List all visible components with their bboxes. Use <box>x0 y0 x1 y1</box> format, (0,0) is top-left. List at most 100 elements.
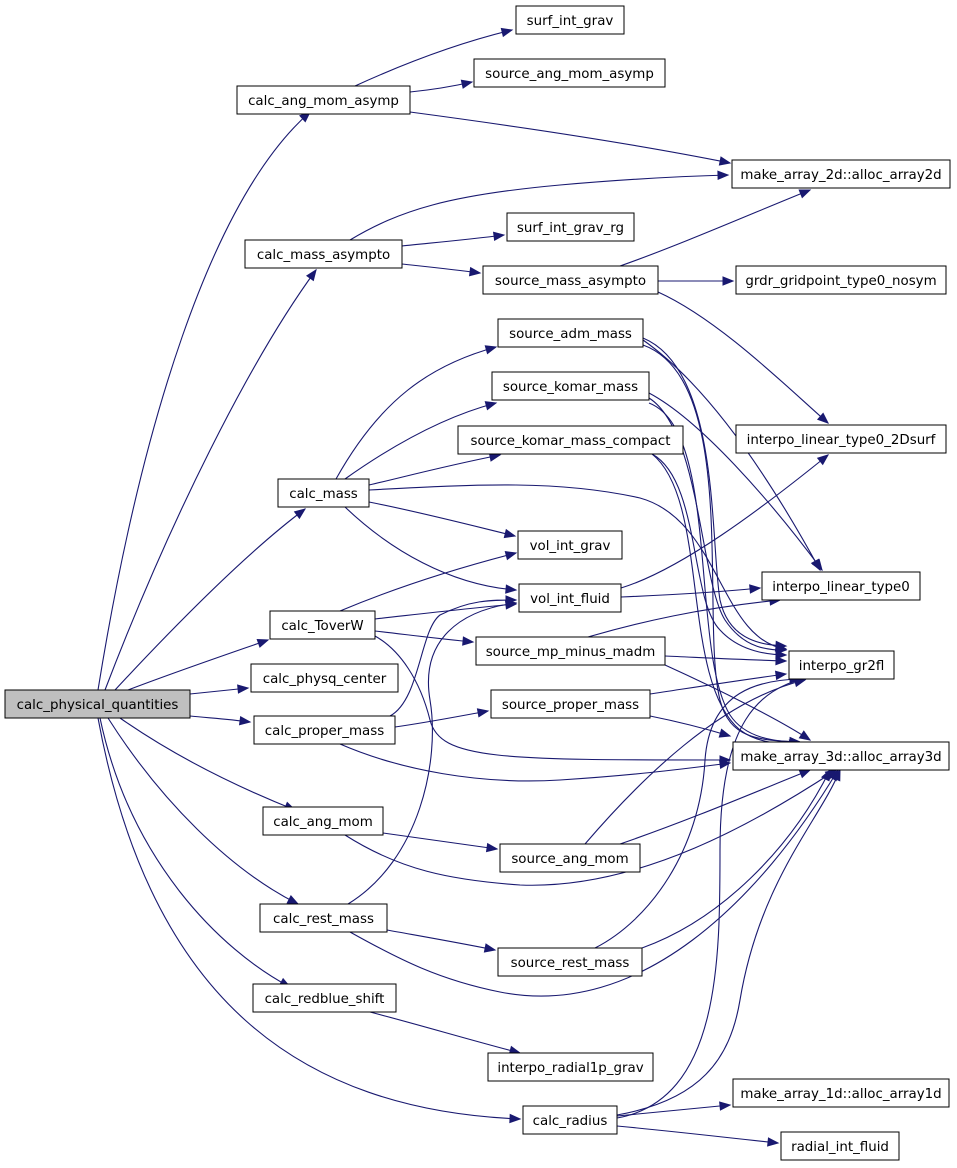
node-box[interactable] <box>780 1131 900 1161</box>
node-interpo-2dsurf[interactable]: interpo_linear_type0_2Dsurf <box>735 424 947 454</box>
edge-mass_asympto-to-surf_int_grav_rg <box>401 231 506 247</box>
node-box[interactable] <box>236 85 411 115</box>
node-box[interactable] <box>262 806 384 836</box>
arrowhead-src_mp_minus_madm-to-interpo_gr2fl <box>775 655 788 666</box>
node-box[interactable] <box>473 58 666 88</box>
node-label: calc_proper_mass <box>265 724 384 739</box>
edge-root-to-ang_mom_asymp <box>97 111 311 691</box>
edge-radius-to-alloc3d <box>616 768 841 1116</box>
node-interpo-radial[interactable]: interpo_radial1p_grav <box>487 1052 654 1082</box>
node-vol-int-grav[interactable]: vol_int_grav <box>517 530 623 560</box>
node-box[interactable] <box>517 530 623 560</box>
arrowhead-root-to-proper_mass <box>238 715 252 726</box>
node-src-mass-asympto[interactable]: source_mass_asympto <box>482 265 659 295</box>
node-box[interactable] <box>731 159 951 189</box>
edge-src_adm_mass-to-alloc3d <box>642 344 801 743</box>
node-src-ang-mom[interactable]: source_ang_mom <box>499 843 641 873</box>
node-label: calc_physq_center <box>263 672 387 687</box>
node-box[interactable] <box>761 571 921 601</box>
node-physq-center[interactable]: calc_physq_center <box>250 663 399 693</box>
node-interpo-type0[interactable]: interpo_linear_type0 <box>761 571 921 601</box>
node-box[interactable] <box>259 903 388 933</box>
node-box[interactable] <box>482 265 659 295</box>
node-box[interactable] <box>788 650 895 680</box>
node-box[interactable] <box>732 1078 950 1108</box>
node-box[interactable] <box>499 843 641 873</box>
arrowhead-src_komar_compact-to-interpo_gr2fl <box>775 650 788 660</box>
node-redblue[interactable]: calc_redblue_shift <box>252 983 397 1013</box>
node-box[interactable] <box>490 689 651 719</box>
node-box[interactable] <box>475 636 666 666</box>
arrowhead-mass_asympto-to-alloc2d <box>717 170 730 181</box>
node-box[interactable] <box>491 371 650 401</box>
node-root[interactable]: calc_physical_quantities <box>4 689 191 719</box>
node-mass-asympto[interactable]: calc_mass_asympto <box>244 239 403 269</box>
node-box[interactable] <box>735 424 947 454</box>
edge-root-to-toverw <box>127 639 269 691</box>
nodes-layer: calc_physical_quantities calc_ang_mom_asy… <box>4 5 951 1161</box>
edge-toverw-to-vol_int_grav <box>339 551 518 612</box>
node-mass[interactable]: calc_mass <box>277 478 370 508</box>
node-proper-mass[interactable]: calc_proper_mass <box>253 715 396 745</box>
node-src-ang-mom-asymp[interactable]: source_ang_mom_asymp <box>473 58 666 88</box>
node-box[interactable] <box>4 689 191 719</box>
edge-root-to-rest_mass <box>107 717 300 905</box>
node-box[interactable] <box>518 583 622 613</box>
node-box[interactable] <box>487 1052 654 1082</box>
node-rest-mass[interactable]: calc_rest_mass <box>259 903 388 933</box>
node-box[interactable] <box>269 610 376 640</box>
node-box[interactable] <box>506 212 635 242</box>
node-src-rest-mass[interactable]: source_rest_mass <box>497 947 643 977</box>
node-label: interpo_gr2fl <box>799 659 885 674</box>
node-label: calc_radius <box>533 1114 608 1129</box>
node-radius[interactable]: calc_radius <box>522 1105 618 1135</box>
node-box[interactable] <box>244 239 403 269</box>
edge-src_ang_mom-to-alloc3d <box>619 769 811 845</box>
edge-root-to-ang_mom <box>119 717 296 811</box>
node-box[interactable] <box>253 715 396 745</box>
node-src-komar-compact[interactable]: source_komar_mass_compact <box>457 425 684 455</box>
node-ang-mom[interactable]: calc_ang_mom <box>262 806 384 836</box>
edge-root-to-rest_mass <box>107 717 299 905</box>
node-surf-int-grav-rg[interactable]: surf_int_grav_rg <box>506 212 635 242</box>
edge-src_mp_minus_madm-to-interpo_type0 <box>587 599 781 638</box>
edge-src_mass_asympto-to-alloc2d <box>619 189 811 267</box>
arrowhead-mass-to-src_adm_mass <box>484 345 498 355</box>
node-box[interactable] <box>457 425 684 455</box>
node-box[interactable] <box>497 318 644 348</box>
node-toverw[interactable]: calc_ToverW <box>269 610 376 640</box>
node-alloc2d[interactable]: make_array_2d::alloc_array2d <box>731 159 951 189</box>
edges-layer <box>97 27 841 1147</box>
node-src-mp-minus-madm[interactable]: source_mp_minus_madm <box>475 636 666 666</box>
node-label: calc_physical_quantities <box>17 698 179 713</box>
edge-radius-to-radial_int_fluid <box>616 1125 780 1147</box>
node-src-proper-mass[interactable]: source_proper_mass <box>490 689 651 719</box>
node-box[interactable] <box>497 947 643 977</box>
node-box[interactable] <box>735 265 947 295</box>
node-interpo-gr2fl[interactable]: interpo_gr2fl <box>788 650 895 680</box>
edge-root-to-proper_mass <box>189 715 252 726</box>
arrowhead-rest_mass-to-vol_int_fluid <box>504 599 518 610</box>
edge-root-to-toverw <box>127 638 270 691</box>
node-vol-int-fluid[interactable]: vol_int_fluid <box>518 583 622 613</box>
node-box[interactable] <box>732 741 950 771</box>
arrowhead-vol_int_fluid-to-interpo_type0 <box>749 584 762 594</box>
node-alloc3d[interactable]: make_array_3d::alloc_array3d <box>732 741 950 771</box>
node-box[interactable] <box>277 478 370 508</box>
node-src-komar-mass[interactable]: source_komar_mass <box>491 371 650 401</box>
node-surf-int-grav[interactable]: surf_int_grav <box>515 5 625 35</box>
node-box[interactable] <box>522 1105 618 1135</box>
edge-src_ang_mom-to-alloc3d <box>619 769 812 845</box>
node-box[interactable] <box>252 983 397 1013</box>
node-grdr[interactable]: grdr_gridpoint_type0_nosym <box>735 265 947 295</box>
node-box[interactable] <box>250 663 399 693</box>
node-box[interactable] <box>515 5 625 35</box>
node-src-adm-mass[interactable]: source_adm_mass <box>497 318 644 348</box>
node-radial-int-fluid[interactable]: radial_int_fluid <box>780 1131 900 1161</box>
edge-mass-to-vol_int_fluid <box>344 506 518 594</box>
node-ang-mom-asymp[interactable]: calc_ang_mom_asymp <box>236 85 411 115</box>
edge-toverw-to-src_mp_minus_madm <box>374 630 474 643</box>
node-alloc1d[interactable]: make_array_1d::alloc_array1d <box>732 1078 950 1108</box>
node-label: source_proper_mass <box>502 698 639 713</box>
